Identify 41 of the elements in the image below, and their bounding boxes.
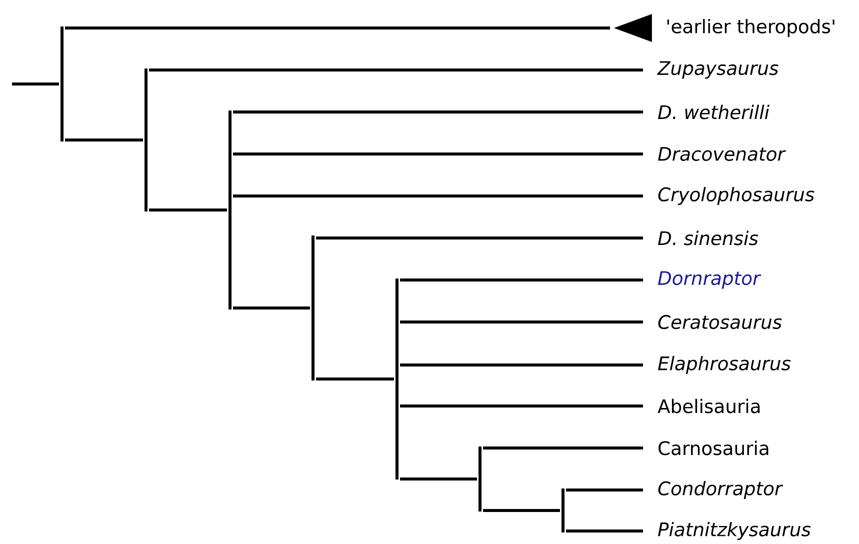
branch-line [233,306,310,310]
clade-bar [60,26,64,142]
branch-line [316,236,643,240]
branch-line [400,320,643,324]
collapsed-clade-triangle [614,14,652,42]
branch-line [566,488,643,492]
clade-bar [478,446,482,512]
branch-line [12,82,59,86]
taxon-label: Elaphrosaurus [658,356,791,374]
taxon-label: Carnosauria [658,440,768,456]
clade-bar [396,278,398,480]
taxon-label: 'earlier theropods' [667,18,834,38]
taxon-label: Ceratosaurus [658,314,782,330]
taxon-label: D. wetherilli [658,104,770,120]
branch-line [233,110,643,114]
branch-line [65,138,143,142]
taxon-label: Zupaysaurus [657,61,778,79]
branch-line [65,26,610,30]
branch-line [483,446,643,450]
branch-line [233,194,643,198]
taxon-label: Cryolophosaurus [658,186,814,206]
clade-bar [144,68,148,212]
branch-line [400,404,643,408]
taxon-label: Piatnitzkysaurus [658,522,811,540]
clade-bar [562,488,564,533]
branch-line [316,378,394,380]
branch-line [233,152,643,156]
clade-bar [312,236,314,380]
branch-line [400,478,477,480]
branch-line [400,278,643,282]
taxon-label: Condorraptor [658,480,784,500]
branch-line [149,68,643,72]
branch-line [566,530,643,532]
taxon-label: Abelisauria [658,398,760,414]
taxon-label: D. sinensis [658,230,758,246]
branch-line [400,364,643,366]
taxon-label: Dracovenator [658,147,786,161]
branch-line [483,509,560,512]
clade-bar [228,110,232,310]
taxon-label: Dornraptor [658,271,762,289]
branch-line [149,208,227,212]
